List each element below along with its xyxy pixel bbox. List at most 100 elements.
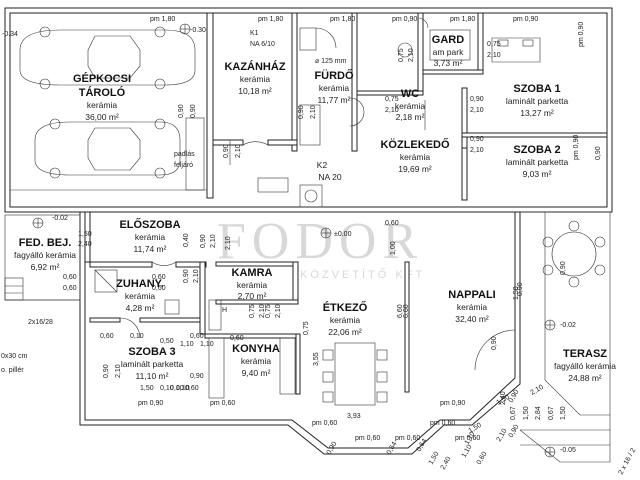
dimension-label: 0,60 [385,220,399,227]
dimension-label: 0,60 [152,285,166,292]
dimension-label: 0,90 [470,96,484,103]
dimension-label: 0,90 [517,282,524,296]
room-material: kerámia [330,315,361,325]
garage-cars [10,26,207,191]
dimension-label: 1,50 [523,406,530,420]
hatch-label: H [222,307,227,314]
watermark-brand: FODOR [217,213,423,270]
room-area: 4,28 m² [126,303,155,313]
dimension-label: pm 0,90 [138,400,163,407]
dimension-label: 2,40 [78,241,92,248]
dimension-label: 0,60 [152,274,166,281]
stair-label: 2x16/28 [28,319,53,326]
dimension-label: 0,60 [63,285,77,292]
dimension-label: 0,60 [476,451,489,466]
dimension-label: 0,75 [487,41,501,48]
room-area: 10,18 m² [238,86,272,96]
dimension-label: 0,90 [508,424,521,439]
level-main: ±0.00 [334,231,352,238]
dimension-label: pm 0,60 [455,435,480,442]
dimension-label: 2,10 [210,234,217,248]
room-area: 13,27 m² [520,108,554,118]
dimension-label: 0,75 [303,321,310,335]
dimension-label: pm 0,60 [430,420,455,427]
level-e: -0.30 [190,27,206,34]
room-area: 2,70 m² [238,291,267,301]
dimension-label: 2,84 [535,406,542,420]
dimension-label: 2,10 [259,304,266,318]
door-swings [119,17,516,371]
room-name: FED. BEJ. [19,237,72,249]
dimension-label: pm 0,90 [513,16,538,23]
dimension-label: pm 1,80 [150,16,175,23]
room-material: laminált parketta [121,359,184,369]
dimension-label: 0,90 [200,234,207,248]
dimension-label: pm 1,80 [450,16,475,23]
dimension-label: pm 0,60 [355,435,380,442]
dimension-label: 0,60 [190,333,204,340]
room-area: 22,06 m² [328,327,362,337]
dimension-label: 0,75 [398,48,405,62]
room-name: NAPPALI [448,289,495,301]
room-material: kerámia [457,302,488,312]
dimension-label: 1,50 [78,231,92,238]
dimension-label: 1,50 [140,385,154,392]
dimension-label: 2,10 [487,52,501,59]
room-area: 11,77 m² [318,95,351,105]
room-material: kerámia [400,152,431,162]
dimension-label: pm 1,80 [258,16,283,23]
dimension-label: 2,10 [530,384,545,397]
dimension-label: 2,10 [470,147,484,154]
room-name: KAMRA [232,267,273,279]
dimension-label: pm 0,90 [573,135,580,160]
dimension-label: 0,90 [491,336,498,350]
room-material: laminált parketta [506,157,569,167]
room-name: SZOBA 3 [128,346,175,358]
room-material: kerámia [135,232,166,242]
room-name: TERASZ [563,348,607,360]
dimension-label: 2,10 [408,48,415,62]
dimension-label: 2,10 [470,107,484,114]
room-name: SZOBA 2 [513,144,560,156]
room-area: 11,74 m² [134,244,167,254]
room-material: laminált parketta [506,96,569,106]
dimension-label: 0,60 [230,335,244,342]
dimension-label: 0,10 [176,385,190,392]
room-material: kerámia [240,74,271,84]
room-area: 11,10 m² [136,371,169,381]
room-name: KONYHA [232,343,280,355]
dimension-label: 0,90 [595,146,602,160]
attic-label: padlás [174,151,195,158]
dimension-label: 2,10 [235,144,242,158]
room-material: kerámia [241,356,272,366]
dimension-label: 2,10 [310,105,317,119]
dimension-label: 6,60 [403,304,410,318]
room-name: FÜRDŐ [314,69,354,82]
room-area: 2,18 m² [396,112,425,122]
room-name: GÉPKOCSI [73,72,131,85]
dimension-label: 6,60 [397,304,404,318]
room-name: SZOBA 1 [513,83,560,95]
dimension-label: 1,50 [513,286,520,300]
room-material: kerámia [87,100,118,110]
room-material: am park [433,47,464,57]
dimension-label: pm 0,90 [440,400,465,407]
room-material: kerámia [237,280,268,290]
room-area: 36,00 m² [85,112,119,122]
dimension-label: 0,67 [510,406,517,420]
level-b: -0.02 [560,322,576,329]
dimension-label: 2,40 [440,456,453,471]
dimension-label: 1,10 [180,341,194,348]
level-a: -0.02 [52,215,68,222]
dimension-label: 0,67 [548,406,555,420]
dimension-label: 0,90 [190,104,197,118]
dimension-label: pm 0,60 [312,420,337,427]
kitchen-dining-furniture [208,299,388,406]
dimension-label: 0,10 [170,385,184,392]
dimension-label: 1,50 [428,451,441,466]
room-material: kerámia [125,291,156,301]
room-area: 9,40 m² [242,368,271,378]
room-material: kerámia [395,101,426,111]
room-name: WC [401,88,419,100]
